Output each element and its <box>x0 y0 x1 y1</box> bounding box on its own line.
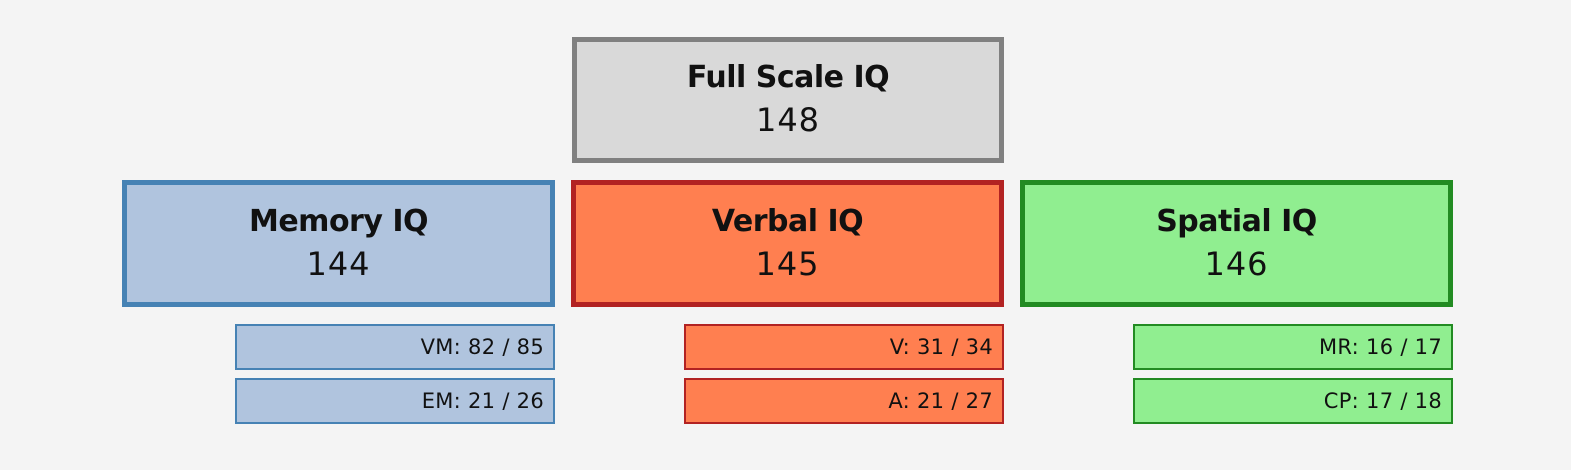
memory-iq-box: Memory IQ 144 <box>122 180 555 307</box>
memory-iq-title: Memory IQ <box>248 203 429 239</box>
spatial-iq-score: 146 <box>1204 244 1269 283</box>
memory-iq-score: 144 <box>306 244 371 283</box>
verbal-iq-box: Verbal IQ 145 <box>571 180 1004 307</box>
verbal-iq-title: Verbal IQ <box>711 203 864 239</box>
full-scale-iq-score: 148 <box>755 101 821 139</box>
verbal-iq-score: 145 <box>755 244 820 283</box>
full-scale-iq-box: Full Scale IQ 148 <box>572 37 1004 163</box>
spatial-iq-box: Spatial IQ 146 <box>1020 180 1453 307</box>
spatial-iq-title: Spatial IQ <box>1156 203 1317 239</box>
subtest-vm: VM: 82 / 85 <box>235 324 555 370</box>
subtest-a: A: 21 / 27 <box>684 378 1004 424</box>
subtest-em: EM: 21 / 26 <box>235 378 555 424</box>
subtest-mr: MR: 16 / 17 <box>1133 324 1453 370</box>
full-scale-iq-title: Full Scale IQ <box>686 60 890 95</box>
subtest-cp: CP: 17 / 18 <box>1133 378 1453 424</box>
subtest-v: V: 31 / 34 <box>684 324 1004 370</box>
